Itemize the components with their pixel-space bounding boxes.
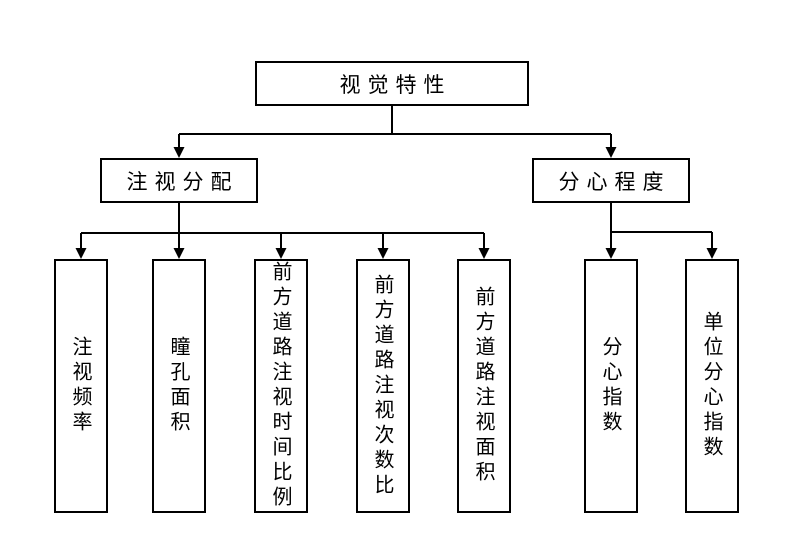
- node-leaf-label: 前方道路注视面积: [472, 286, 496, 486]
- node-leaf-pupil-area: 瞳孔面积: [152, 259, 206, 513]
- node-leaf-label: 注视频率: [69, 336, 93, 436]
- node-branch-label: 注视分配: [126, 169, 239, 194]
- connector-left-branch-to-leaves: [75, 203, 490, 259]
- node-leaf-label: 前方道路注视时间比例: [269, 261, 293, 511]
- arrowhead-icon: [605, 147, 617, 158]
- node-leaf-forward-road-gaze-count-ratio: 前方道路注视次数比: [356, 259, 410, 513]
- arrowhead-icon: [478, 248, 490, 259]
- arrowhead-icon: [75, 248, 87, 259]
- node-root: 视觉特性: [255, 61, 529, 106]
- node-branch-distraction-degree: 分心程度: [532, 158, 690, 203]
- arrowhead-icon: [173, 147, 185, 158]
- node-leaf-label: 前方道路注视次数比: [371, 273, 395, 499]
- arrowhead-icon: [706, 248, 718, 259]
- arrowhead-icon: [605, 248, 617, 259]
- node-leaf-label: 分心指数: [599, 336, 623, 436]
- node-branch-label: 分心程度: [558, 169, 671, 194]
- node-leaf-label: 单位分心指数: [700, 311, 724, 461]
- node-leaf-unit-distraction-index: 单位分心指数: [685, 259, 739, 513]
- arrowhead-icon: [377, 248, 389, 259]
- node-leaf-gaze-frequency: 注视频率: [54, 259, 108, 513]
- node-leaf-label: 瞳孔面积: [167, 336, 191, 436]
- node-branch-gaze-allocation: 注视分配: [100, 158, 258, 203]
- node-leaf-forward-road-gaze-time-ratio: 前方道路注视时间比例: [254, 259, 308, 513]
- node-root-label: 视觉特性: [339, 72, 452, 97]
- connector-root-to-level2: [173, 105, 617, 158]
- node-leaf-distraction-index: 分心指数: [584, 259, 638, 513]
- arrowhead-icon: [173, 248, 185, 259]
- connector-right-branch-to-leaves: [605, 203, 718, 259]
- arrowhead-icon: [275, 248, 287, 259]
- node-leaf-forward-road-gaze-area: 前方道路注视面积: [457, 259, 511, 513]
